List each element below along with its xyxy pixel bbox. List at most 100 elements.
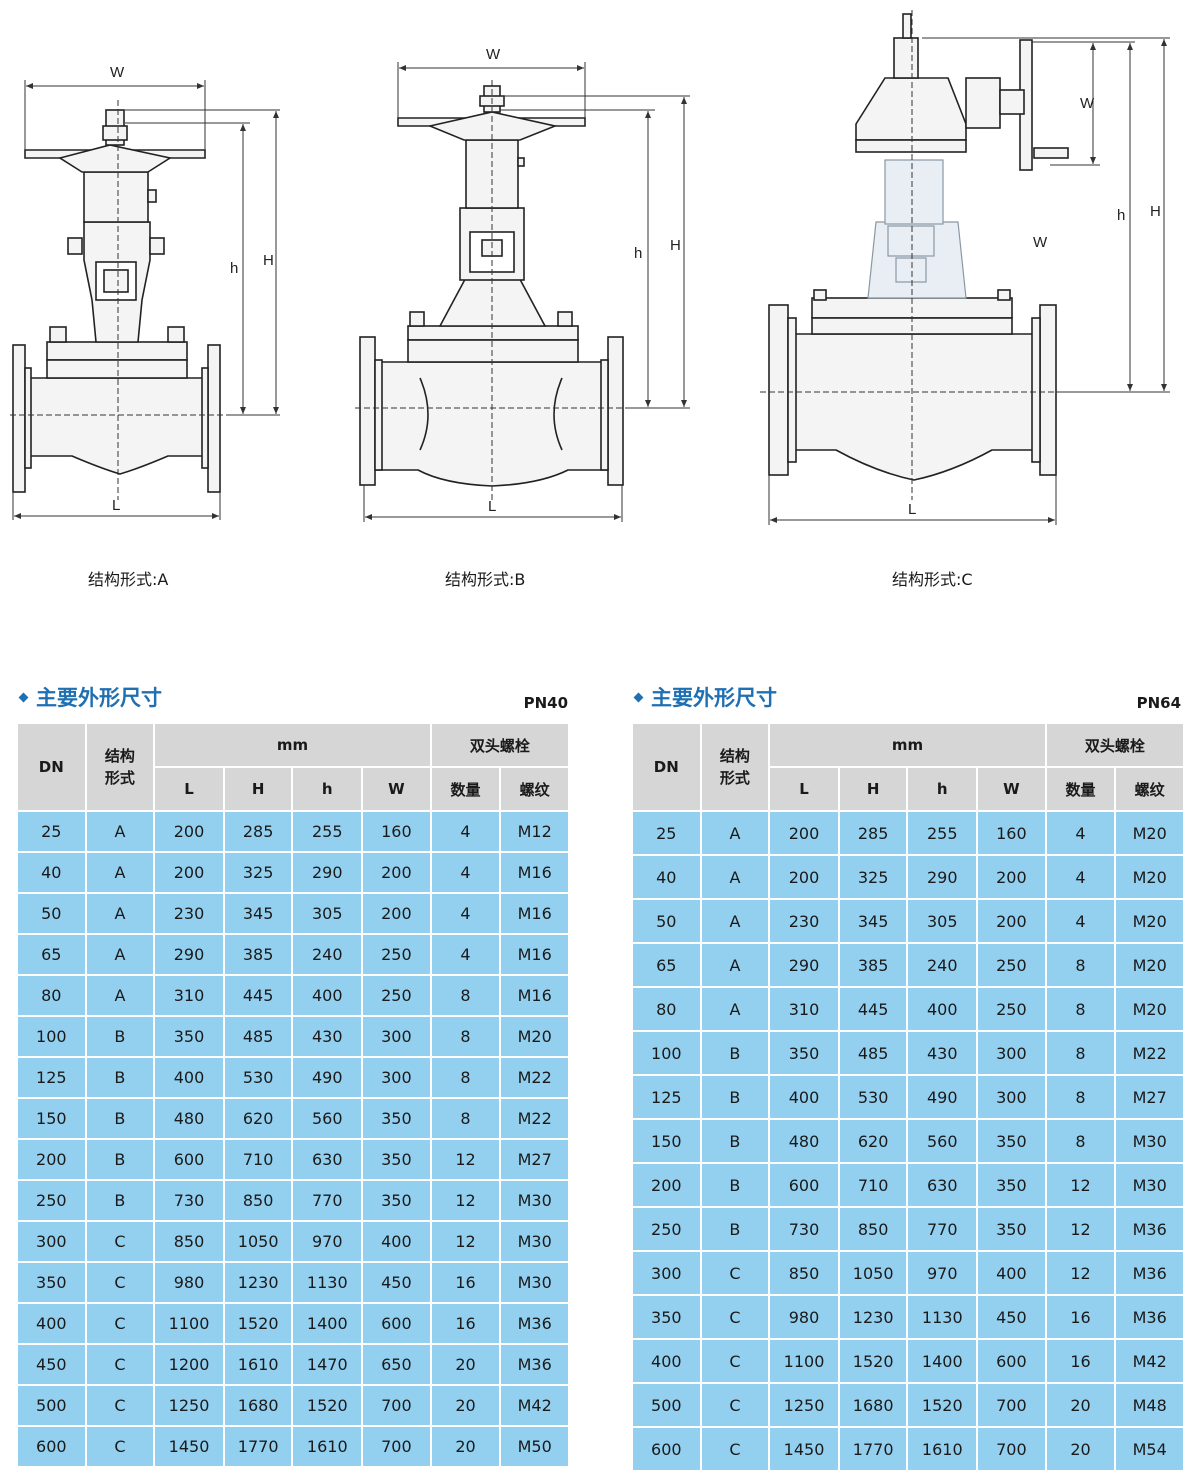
cell-w: 700 [363, 1427, 430, 1466]
cell-l: 600 [770, 1164, 838, 1206]
cell-l: 200 [155, 853, 223, 892]
cell-dn: 400 [633, 1340, 700, 1382]
cell-dn: 25 [18, 812, 85, 851]
cell-w: 160 [978, 812, 1045, 854]
cell-thread: M30 [501, 1181, 568, 1220]
cell-w: 200 [363, 894, 430, 933]
cell-l: 290 [770, 944, 838, 986]
cell-type: C [86, 1263, 154, 1302]
cell-w: 600 [363, 1304, 430, 1343]
cell-type: C [86, 1427, 154, 1466]
cell-type: B [701, 1120, 769, 1162]
cell-qty: 8 [431, 976, 500, 1015]
cell-w: 350 [978, 1164, 1045, 1206]
header-l: L [155, 768, 223, 810]
cell-h-big: 710 [839, 1164, 907, 1206]
cell-dn: 300 [633, 1252, 700, 1294]
cell-type: A [701, 812, 769, 854]
cell-type: A [701, 856, 769, 898]
cell-type: A [701, 900, 769, 942]
cell-h-big: 485 [839, 1032, 907, 1074]
cell-qty: 12 [1046, 1208, 1115, 1250]
cell-h-small: 240 [293, 935, 362, 974]
cell-h-small: 305 [293, 894, 362, 933]
diamond-bullet-icon [18, 692, 29, 703]
cell-qty: 4 [1046, 856, 1115, 898]
cell-l: 310 [155, 976, 223, 1015]
cell-h-big: 530 [839, 1076, 907, 1118]
cell-w: 200 [978, 900, 1045, 942]
bonnet-a [83, 171, 149, 223]
header-h-small: h [293, 768, 362, 810]
gearbox-c [855, 77, 967, 141]
cell-type: C [701, 1252, 769, 1294]
dim-w-b: W [486, 46, 501, 63]
cell-dn: 300 [18, 1222, 85, 1261]
cell-w: 700 [978, 1428, 1045, 1470]
cell-type: A [86, 894, 154, 933]
cell-dn: 400 [18, 1304, 85, 1343]
cell-h-small: 1130 [908, 1296, 977, 1338]
cell-h-big: 385 [839, 944, 907, 986]
header-dn: DN [633, 724, 700, 810]
cell-qty: 20 [431, 1345, 500, 1384]
cell-thread: M20 [1116, 900, 1183, 942]
cell-h-small: 1130 [293, 1263, 362, 1302]
cell-h-big: 850 [224, 1181, 292, 1220]
header-type: 结构形式 [701, 724, 769, 810]
cell-w: 350 [978, 1208, 1045, 1250]
cell-h-big: 325 [839, 856, 907, 898]
cell-w: 250 [978, 944, 1045, 986]
cell-h-small: 255 [293, 812, 362, 851]
cell-thread: M36 [501, 1345, 568, 1384]
dim-l-a: L [112, 497, 120, 514]
cell-h-big: 620 [839, 1120, 907, 1162]
cell-w: 650 [363, 1345, 430, 1384]
cell-type: A [86, 935, 154, 974]
cell-dn: 100 [633, 1032, 700, 1074]
cell-h-small: 305 [908, 900, 977, 942]
cell-h-small: 560 [908, 1120, 977, 1162]
pressure-label: PN40 [523, 694, 568, 712]
caption-type-b: 结构形式:B [445, 570, 526, 589]
header-h-big: H [839, 768, 907, 810]
valve-body-a [24, 377, 209, 475]
cell-type: C [86, 1345, 154, 1384]
cell-h-small: 1520 [293, 1386, 362, 1425]
caption-type-c: 结构形式:C [892, 570, 973, 589]
cell-type: A [701, 944, 769, 986]
cell-dn: 500 [18, 1386, 85, 1425]
dim-h-big-c: H [1150, 203, 1161, 220]
cell-w: 250 [363, 935, 430, 974]
diamond-bullet-icon [633, 692, 644, 703]
cell-dn: 500 [633, 1384, 700, 1426]
cell-dn: 100 [18, 1017, 85, 1056]
header-type: 结构形式 [86, 724, 154, 810]
cell-dn: 350 [18, 1263, 85, 1302]
cell-qty: 8 [1046, 988, 1115, 1030]
cell-thread: M20 [1116, 944, 1183, 986]
cell-w: 300 [978, 1076, 1045, 1118]
cell-dn: 250 [18, 1181, 85, 1220]
cell-type: C [86, 1304, 154, 1343]
header-w: W [363, 768, 430, 810]
cell-l: 400 [770, 1076, 838, 1118]
cell-h-big: 485 [224, 1017, 292, 1056]
cell-l: 200 [770, 856, 838, 898]
cell-w: 200 [978, 856, 1045, 898]
dim-h-big-a: H [263, 252, 274, 269]
left-flange-b [359, 336, 376, 486]
cell-dn: 600 [633, 1428, 700, 1470]
cell-l: 1100 [155, 1304, 223, 1343]
cell-qty: 20 [1046, 1384, 1115, 1426]
